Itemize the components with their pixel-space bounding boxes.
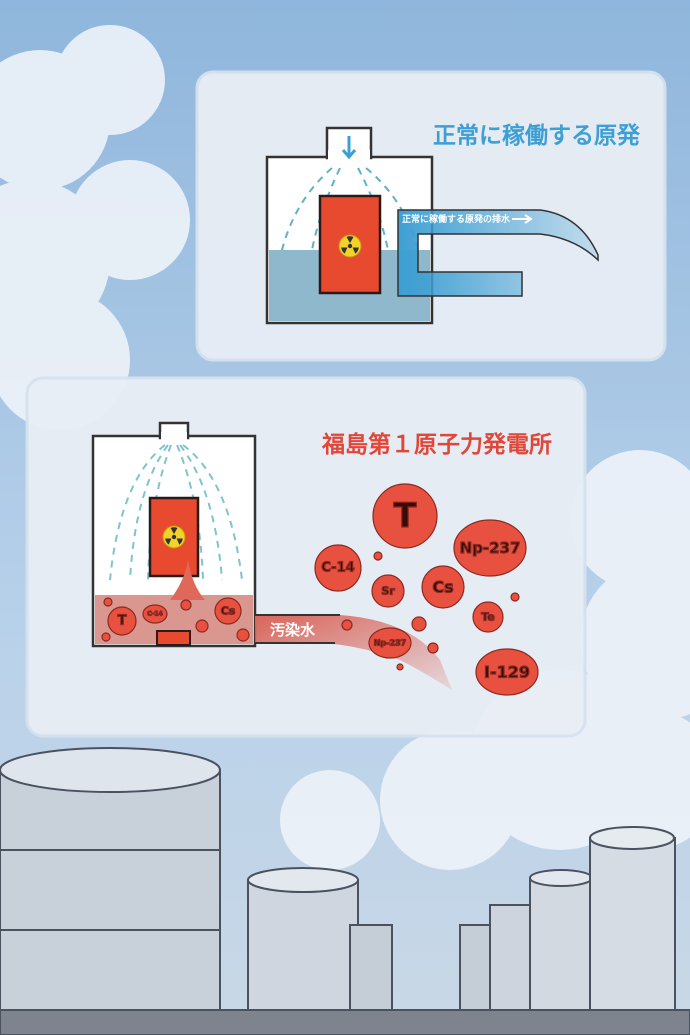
fukushima-title: 福島第１原子力発電所 — [321, 431, 552, 458]
particle: Te — [472, 601, 504, 633]
outflow-pipe — [397, 209, 599, 297]
svg-text:Cs: Cs — [221, 605, 236, 618]
svg-text:Np-237: Np-237 — [374, 639, 406, 648]
svg-text:T: T — [393, 496, 417, 536]
particle: Cs — [214, 597, 242, 625]
svg-text:I-129: I-129 — [484, 663, 530, 682]
particle: T — [107, 606, 137, 636]
particle: Np-237 — [453, 519, 527, 577]
particle: C-14 — [142, 604, 168, 624]
svg-text:C-14: C-14 — [321, 561, 354, 576]
particle: Cs — [421, 565, 465, 609]
svg-text:Np-237: Np-237 — [460, 539, 521, 557]
particle: Sr — [371, 574, 405, 608]
svg-text:T: T — [118, 614, 127, 629]
svg-text:C-14: C-14 — [147, 611, 162, 618]
svg-text:Sr: Sr — [381, 585, 395, 598]
particle: T — [372, 483, 438, 549]
svg-text:Te: Te — [481, 611, 495, 624]
normal-plant-panel: 正常に稼働する原発 正常に稼働する原発の排水 — [195, 70, 667, 362]
down-arrow-icon — [341, 136, 357, 160]
svg-text:Cs: Cs — [432, 578, 453, 597]
storage-tanks — [0, 747, 690, 1035]
particle: Np-237 — [368, 627, 412, 659]
right-arrow-icon — [512, 214, 533, 224]
outflow-label: 正常に稼働する原発の排水 — [402, 213, 511, 225]
particle: C-14 — [314, 544, 362, 592]
radiation-icon — [338, 234, 362, 258]
normal-plant-title: 正常に稼働する原発 — [433, 122, 641, 149]
radiation-icon — [162, 525, 186, 549]
particles: T C-14 Cs Np-237 T Np-237 C-14 Sr Cs Te … — [101, 483, 539, 696]
contaminated-water-label: 汚染水 — [270, 621, 316, 639]
particle: I-129 — [475, 648, 539, 696]
leak-plume — [170, 560, 205, 600]
fukushima-panel: 福島第１原子力発電所 汚染水 T C-14 Cs Np-237 T Np-237… — [25, 376, 587, 738]
